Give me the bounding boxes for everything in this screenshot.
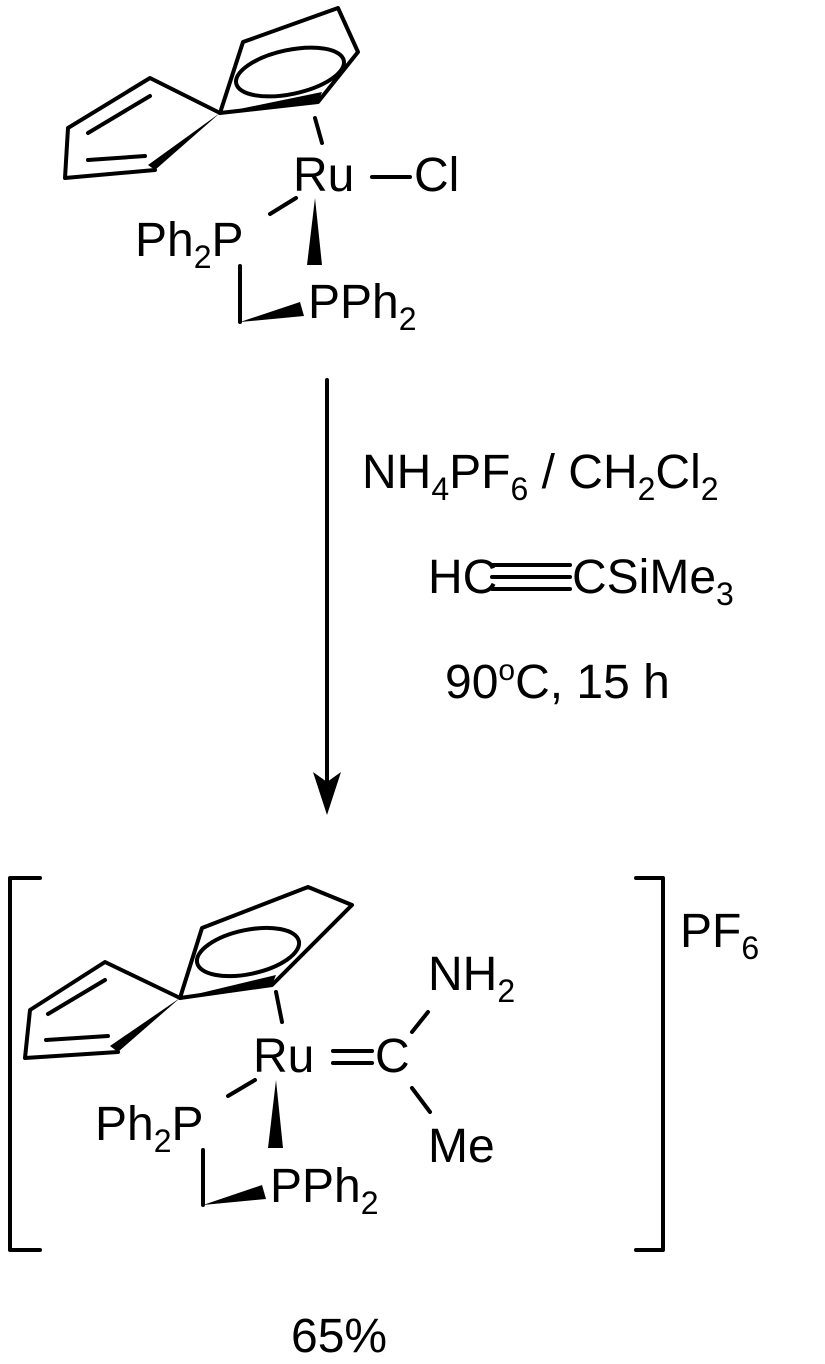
left-bracket [8, 876, 42, 1252]
triple-bond [490, 563, 572, 591]
product-ru-label: Ru [253, 1030, 314, 1083]
ru-p-wedge-bond [307, 198, 322, 265]
methylene-wedge [240, 302, 304, 322]
reactant-phosphine-left: Ph2P [135, 214, 244, 275]
right-bracket [634, 876, 665, 1252]
conditions-line-1: NH4PF6 / CH2Cl2 [362, 446, 719, 507]
amine-label: NH2 [428, 948, 515, 1009]
product-indenyl-ligand [23, 885, 354, 1060]
reaction-arrow [313, 378, 341, 815]
c-me-bond [410, 1086, 432, 1114]
reactant-indenyl-ligand [63, 6, 360, 180]
conditions-line-2-left: HC [428, 551, 497, 604]
reactant-ru-label: Ru [293, 149, 354, 202]
product-complex: PF6 Ru C NH2 Me Ph2P PPh2 [8, 876, 759, 1252]
product-phosphine-right: PPh2 [270, 1160, 379, 1221]
methyl-label: Me [428, 1120, 495, 1173]
reactant-cl-label: Cl [414, 149, 459, 202]
c-n-bond [410, 1010, 430, 1034]
product-phosphine-left: Ph2P [95, 1098, 204, 1159]
reactant-complex: Ru Cl Ph2P PPh2 [63, 6, 459, 337]
product-methylene-wedge [203, 1185, 266, 1205]
conditions-line-2-right: CSiMe3 [572, 551, 734, 612]
yield-label: 65% [291, 1310, 387, 1363]
ru-c-double-bond [331, 1049, 374, 1065]
reaction-conditions: NH4PF6 / CH2Cl2 HC CSiMe3 90oC, 15 h [362, 446, 734, 709]
product-ru-p-bond-left [226, 1078, 257, 1098]
carbene-carbon-label: C [375, 1030, 410, 1083]
reactant-phosphine-right: PPh2 [308, 276, 417, 337]
conditions-line-3: 90oC, 15 h [445, 654, 670, 709]
ru-p-bond-left [268, 196, 298, 216]
counterion-label: PF6 [680, 905, 759, 966]
product-ru-p-wedge-bond [268, 1080, 283, 1148]
